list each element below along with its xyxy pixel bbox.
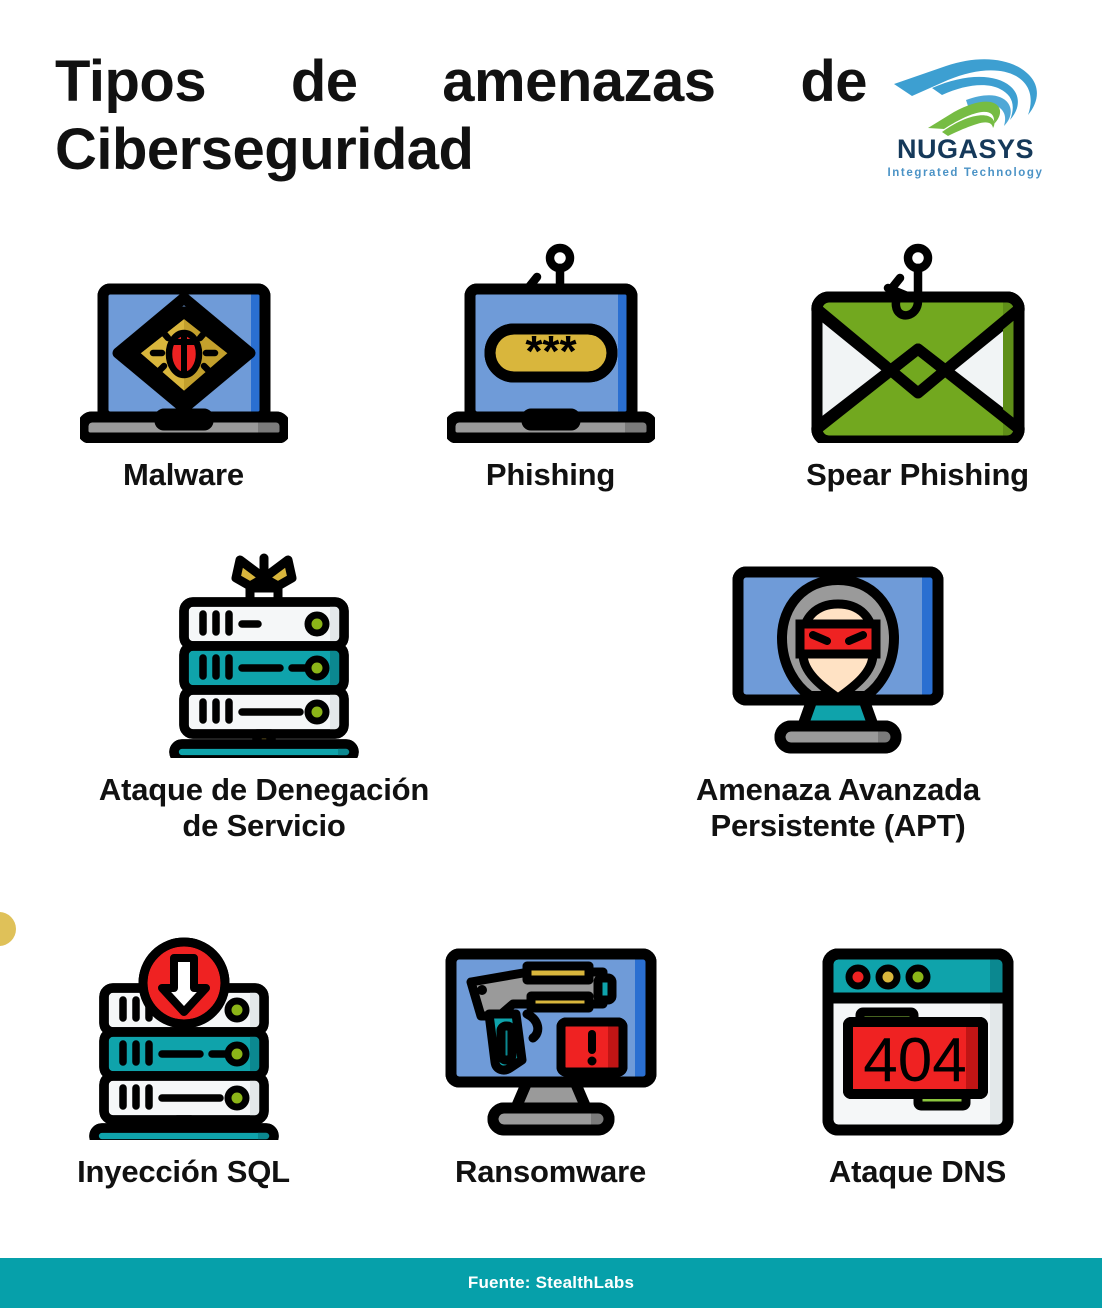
laptop-password-hook-icon: *** — [446, 243, 655, 443]
page-header: Tipos de amenazas de Ciberseguridad NUGA… — [0, 0, 1102, 215]
dns-error-code: 404 — [863, 1026, 966, 1095]
laptop-warning-bug-icon — [79, 283, 288, 443]
monitor-gun-alert-icon — [445, 948, 656, 1136]
envelope-hook-icon — [810, 243, 1025, 443]
threat-card-dos[interactable]: Ataque de Denegación de Servicio — [84, 540, 444, 844]
browser-404-icon: 404 — [822, 948, 1013, 1136]
threat-label-malware: Malware — [123, 457, 244, 492]
threat-row-1: Malware — [0, 238, 1102, 493]
sql-injection-iconbox — [86, 925, 282, 1140]
page-title-line-1: Tipos de amenazas de — [55, 49, 868, 114]
threat-label-phishing: Phishing — [485, 457, 616, 492]
threat-row-2: Ataque de Denegación de Servicio — [0, 540, 1102, 844]
brand-logo: NUGASYS Integrated Technology — [878, 40, 1053, 195]
dos-iconbox — [166, 540, 362, 758]
threat-card-ransomware[interactable]: Ransomware — [367, 925, 734, 1190]
threat-label-apt: Amenaza Avanzada Persistente (APT) — [696, 772, 980, 843]
server-download-arrow-icon — [88, 937, 279, 1140]
logo-tagline: Integrated Technology — [887, 167, 1044, 179]
threat-card-dns[interactable]: 404 Ataque DNS — [734, 925, 1101, 1190]
threat-label-sql-injection: Inyección SQL — [77, 1154, 290, 1189]
ransomware-iconbox — [443, 925, 659, 1140]
edge-accent-circle — [0, 912, 16, 946]
threat-card-sql-injection[interactable]: Inyección SQL — [0, 925, 367, 1190]
page-title-line-2: Ciberseguridad — [55, 117, 474, 183]
footer-source-text: Fuente: StealthLabs — [467, 1273, 635, 1292]
spear-phishing-iconbox — [807, 238, 1029, 443]
threat-label-spear-phishing: Spear Phishing — [806, 457, 1029, 492]
threat-card-apt[interactable]: Amenaza Avanzada Persistente (APT) — [658, 540, 1018, 844]
phishing-password-mask: *** — [525, 327, 577, 376]
threat-card-phishing[interactable]: *** Phishing — [367, 238, 734, 493]
threat-row-3: Inyección SQL — [0, 925, 1102, 1190]
apt-iconbox — [730, 540, 946, 758]
phishing-iconbox: *** — [446, 238, 655, 443]
monitor-hacker-icon — [732, 566, 944, 754]
threat-card-spear-phishing[interactable]: Spear Phishing — [734, 238, 1101, 493]
page-title: Tipos de amenazas de Ciberseguridad — [55, 48, 885, 185]
server-bomb-icon — [169, 553, 359, 758]
dns-iconbox: 404 — [818, 925, 1018, 1140]
page-footer: Fuente: StealthLabs — [0, 1258, 1102, 1308]
logo-wordmark: NUGASYS — [896, 134, 1035, 164]
threat-card-malware[interactable]: Malware — [0, 238, 367, 493]
threat-label-dns: Ataque DNS — [828, 1154, 1007, 1189]
threat-label-dos: Ataque de Denegación de Servicio — [98, 772, 430, 843]
nugasys-swoosh-icon — [888, 40, 1046, 136]
threat-label-ransomware: Ransomware — [455, 1154, 646, 1189]
malware-iconbox — [79, 238, 288, 443]
